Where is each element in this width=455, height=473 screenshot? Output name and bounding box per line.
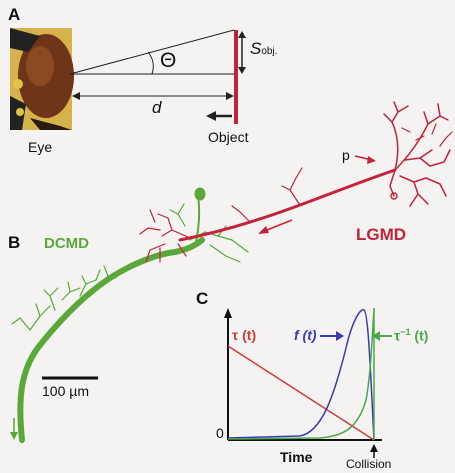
- collision-label: Collision: [346, 458, 391, 470]
- time-axis-label: Time: [280, 450, 312, 464]
- object-size-symbol: S: [250, 39, 261, 58]
- object-size-label: Sobj.: [250, 40, 277, 57]
- inv-tau-superscript: −1: [400, 327, 410, 337]
- f-label-arrow: [320, 331, 344, 341]
- lgmd-direction-arrow: [258, 220, 292, 234]
- inv-tau-label-arrow: [372, 331, 392, 341]
- object-label: Object: [208, 130, 248, 144]
- f-label: f (t): [294, 328, 317, 342]
- scale-bar-label: 100 µm: [42, 384, 89, 398]
- dcmd-label: DCMD: [44, 236, 89, 251]
- lgmd-label: LGMD: [356, 226, 406, 243]
- dcmd-direction-arrow: [10, 418, 18, 440]
- distance-label: d: [152, 99, 161, 116]
- approach-arrow: [206, 111, 232, 121]
- eye-image: [10, 28, 74, 130]
- tau-label: τ (t): [232, 328, 256, 342]
- eye-label: Eye: [28, 140, 52, 154]
- panel-b-label: B: [8, 234, 20, 251]
- dcmd-neuron: [12, 188, 248, 440]
- inv-tau-argument: (t): [411, 328, 429, 344]
- zero-label: 0: [216, 426, 224, 440]
- p-arrow: [355, 156, 376, 164]
- theta-label: Θ: [160, 50, 176, 71]
- size-arrow: [238, 31, 246, 74]
- inv-tau-label: τ−1 (t): [394, 328, 428, 343]
- panel-a-label: A: [8, 6, 20, 23]
- collision-marker: [370, 444, 378, 458]
- viewing-geometry: [70, 30, 234, 74]
- object-size-subscript: obj.: [261, 46, 277, 57]
- p-label: p: [342, 148, 350, 162]
- panel-c-label: C: [196, 290, 208, 307]
